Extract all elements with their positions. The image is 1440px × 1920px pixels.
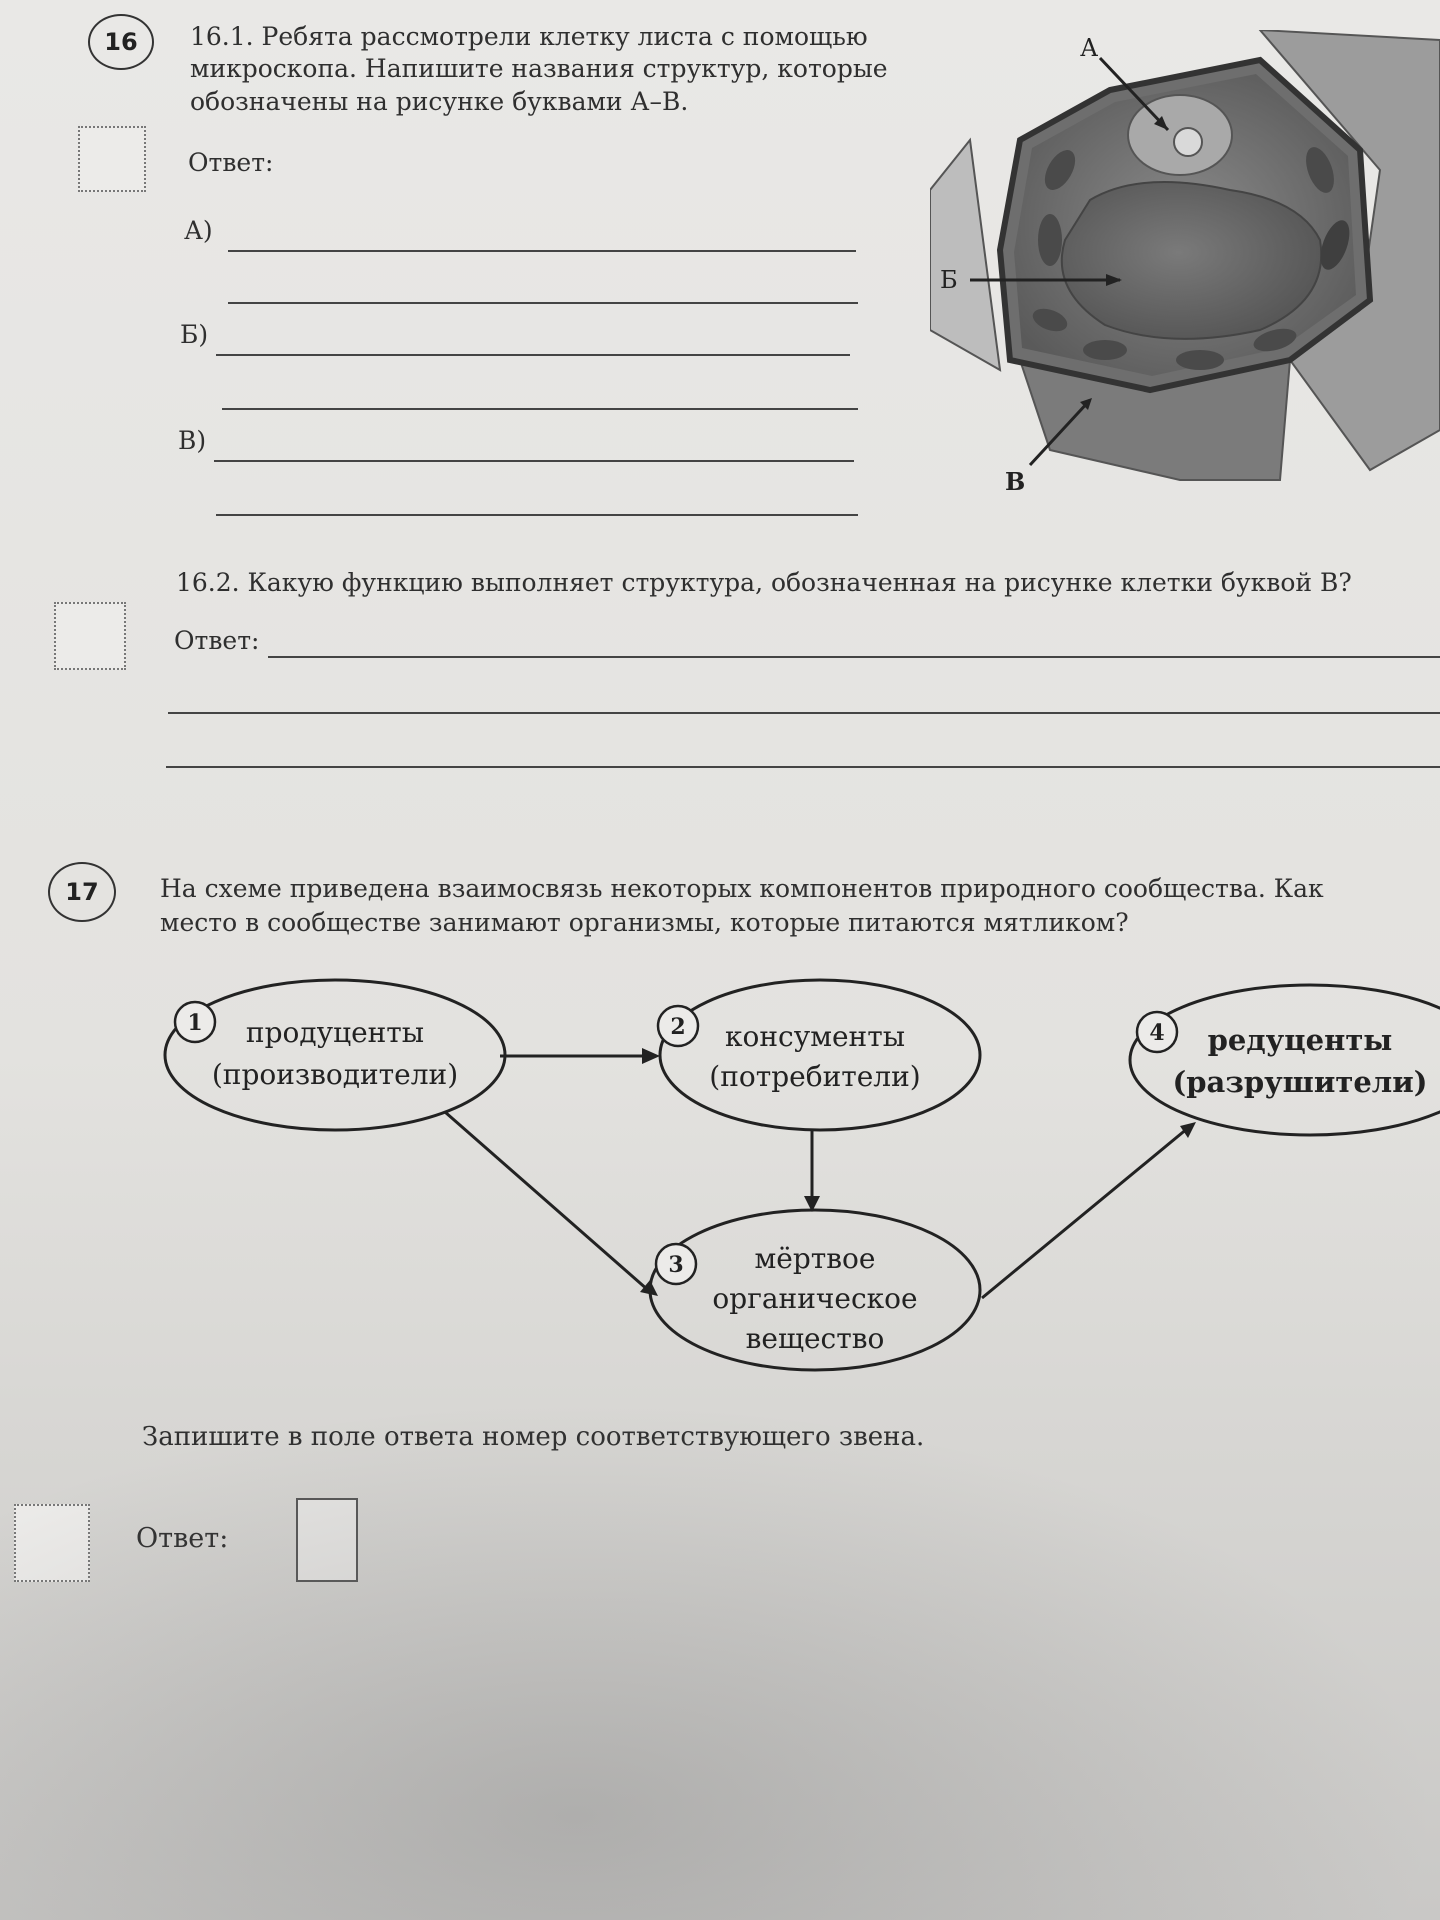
answer-line-16-2-3[interactable] [166, 766, 1440, 768]
node-3-number: 3 [668, 1252, 683, 1278]
node-2-label-2: (потребители) [709, 1060, 920, 1093]
answer-label-17: Ответ: [136, 1523, 229, 1554]
node-4-number: 4 [1149, 1020, 1164, 1046]
question-16-2-text: 16.2. Какую функцию выполняет структура,… [176, 568, 1352, 597]
figure-label-v: В [1005, 467, 1025, 496]
question-17-text-line-1: На схеме приведена взаимосвязь некоторых… [160, 874, 1324, 903]
arrow-3-to-4 [981, 1126, 1189, 1300]
chloroplast [1044, 150, 1076, 190]
chloroplast [1176, 350, 1224, 370]
node-4-label-1: редуценты [1208, 1023, 1393, 1057]
node-1-number: 1 [187, 1010, 202, 1036]
answer-line-b-1[interactable] [216, 354, 850, 356]
answer-line-a-1[interactable] [228, 250, 856, 252]
node-3-label-3: вещество [746, 1322, 885, 1355]
node-consumers [658, 978, 982, 1132]
node-2-number-circle [656, 1004, 700, 1048]
question-17-text-line-2: место в сообществе занимают организмы, к… [160, 908, 1129, 937]
node-decomposers [1128, 983, 1440, 1137]
question-16-1-text-line-3: обозначены на рисунке буквами А–В. [190, 87, 689, 116]
chloroplast [1038, 214, 1062, 266]
question-16-1-text-line-1: 16.1. Ребята рассмотрели клетку листа с … [190, 22, 868, 51]
question-16-1-text-line-2: микроскопа. Напишите названия структур, … [190, 54, 888, 83]
figure-label-a: А [1080, 34, 1098, 62]
vacuole [1060, 181, 1323, 340]
photo-shadow [0, 1400, 1440, 1920]
node-1-label-2: (производители) [212, 1058, 458, 1091]
chloroplast [1320, 220, 1350, 270]
chloroplast [1253, 328, 1297, 352]
answer-box-17[interactable] [296, 1498, 358, 1582]
question-17-instruction: Запишите в поле ответа номер соответству… [142, 1422, 925, 1452]
item-label-v: В) [178, 426, 207, 455]
node-4-label-2: (разрушители) [1173, 1065, 1428, 1099]
chloroplast [1083, 340, 1127, 360]
question-17-number: 17 [48, 862, 116, 922]
plant-cell-figure: А Б В [930, 30, 1440, 496]
node-producers [163, 978, 507, 1132]
answer-line-a-2[interactable] [228, 302, 858, 304]
score-box-16-2[interactable] [54, 602, 126, 670]
answer-line-v-2[interactable] [216, 514, 858, 516]
node-2-label-1: консументы [725, 1020, 905, 1053]
answer-line-b-2[interactable] [222, 408, 858, 410]
community-diagram: 1 2 3 4 продуценты (производители) консу… [163, 978, 1440, 1372]
question-16-number: 16 [88, 14, 154, 70]
item-label-a: А) [184, 216, 213, 245]
answer-line-v-1[interactable] [214, 460, 854, 462]
answer-label-16-2: Ответ: [174, 626, 260, 655]
score-box-16-1[interactable] [78, 126, 146, 192]
node-1-number-circle [173, 1000, 217, 1044]
arrow-1-to-3 [444, 1110, 649, 1292]
answer-label-16-1: Ответ: [188, 148, 274, 177]
node-3-label-1: мёртвое [755, 1242, 876, 1275]
node-2-number: 2 [670, 1014, 685, 1040]
node-3-number-circle [654, 1242, 698, 1286]
node-3-label-2: органическое [712, 1282, 917, 1315]
node-1-label-1: продуценты [246, 1016, 424, 1049]
figure-label-b: Б [940, 266, 958, 294]
node-4-number-circle [1135, 1010, 1179, 1054]
score-box-17[interactable] [14, 1504, 90, 1582]
answer-line-16-2-1[interactable] [268, 656, 1440, 658]
chloroplast [1032, 308, 1068, 332]
answer-line-16-2-2[interactable] [168, 712, 1440, 714]
item-label-b: Б) [180, 320, 209, 349]
chloroplast [1306, 147, 1334, 193]
